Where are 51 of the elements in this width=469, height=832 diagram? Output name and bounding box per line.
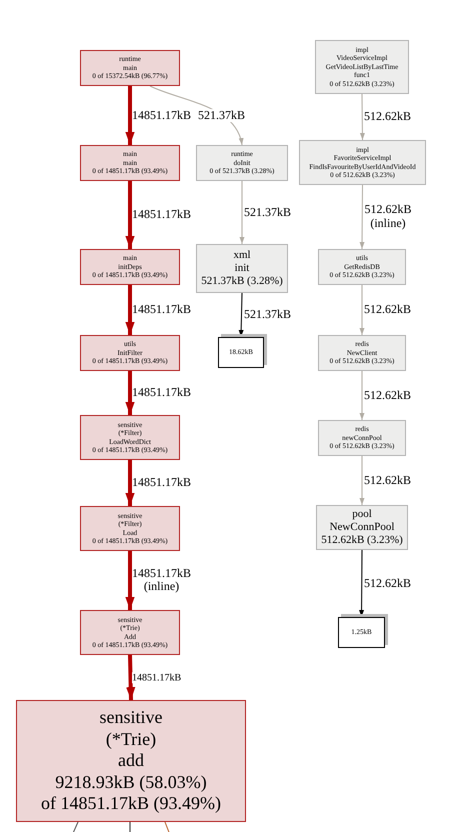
- function-box: [80, 506, 180, 551]
- arrow: [360, 370, 364, 420]
- leaf-box: [218, 337, 264, 368]
- edge-label: 512.62kB: [364, 388, 412, 402]
- function-box: [318, 335, 406, 371]
- function-box: [316, 505, 408, 550]
- arrow: [125, 86, 135, 145]
- edge-label: 521.37kB: [244, 206, 292, 220]
- function-box: [16, 700, 246, 822]
- node-text: sensitive: [100, 707, 162, 729]
- edge-label: 512.62kB: [364, 474, 412, 488]
- function-box: [80, 335, 180, 371]
- function-box: [80, 415, 180, 460]
- arrow: [125, 460, 135, 506]
- edge-label: 14851.17kB (inline): [132, 566, 192, 594]
- node-text: (*Trie): [106, 728, 156, 750]
- function-box: [80, 145, 180, 181]
- node-text: init: [234, 262, 250, 276]
- node-text: xml: [233, 248, 251, 262]
- arrow: [360, 184, 365, 250]
- function-box: [80, 50, 180, 86]
- edge-label: 14851.17kB: [132, 108, 192, 122]
- node-text: 9218.93kB (58.03%): [55, 772, 207, 794]
- function-box: [318, 420, 406, 456]
- edge-label: 512.62kB: [364, 576, 412, 590]
- function-box: [315, 40, 409, 94]
- leaf-box: [338, 617, 385, 648]
- node-text: add: [118, 750, 144, 772]
- function-box: [80, 610, 180, 655]
- node-text: NewConnPool: [330, 520, 394, 534]
- edge-label: 512.62kB (inline): [364, 203, 412, 231]
- node-text: of 14851.17kB (93.49%): [41, 793, 221, 815]
- arrow: [125, 285, 135, 335]
- node-text: 512.62kB (3.23%): [321, 534, 403, 548]
- arrow: [125, 181, 135, 249]
- arrow: [240, 180, 244, 244]
- function-box: [196, 244, 288, 293]
- edge-label: 521.37kB: [198, 108, 246, 122]
- function-box: [196, 145, 288, 181]
- arrow: [360, 456, 364, 506]
- function-box: [80, 249, 180, 285]
- arrow: [360, 284, 364, 336]
- arrow: [125, 551, 135, 610]
- arrow: [126, 654, 136, 700]
- arrow: [125, 371, 135, 415]
- edge-label: 14851.17kB: [132, 672, 182, 684]
- arrow: [360, 94, 365, 140]
- function-box: [299, 140, 426, 185]
- node-text: pool: [352, 508, 372, 521]
- node-text: 521.37kB (3.28%): [201, 275, 283, 288]
- function-box: [318, 249, 406, 285]
